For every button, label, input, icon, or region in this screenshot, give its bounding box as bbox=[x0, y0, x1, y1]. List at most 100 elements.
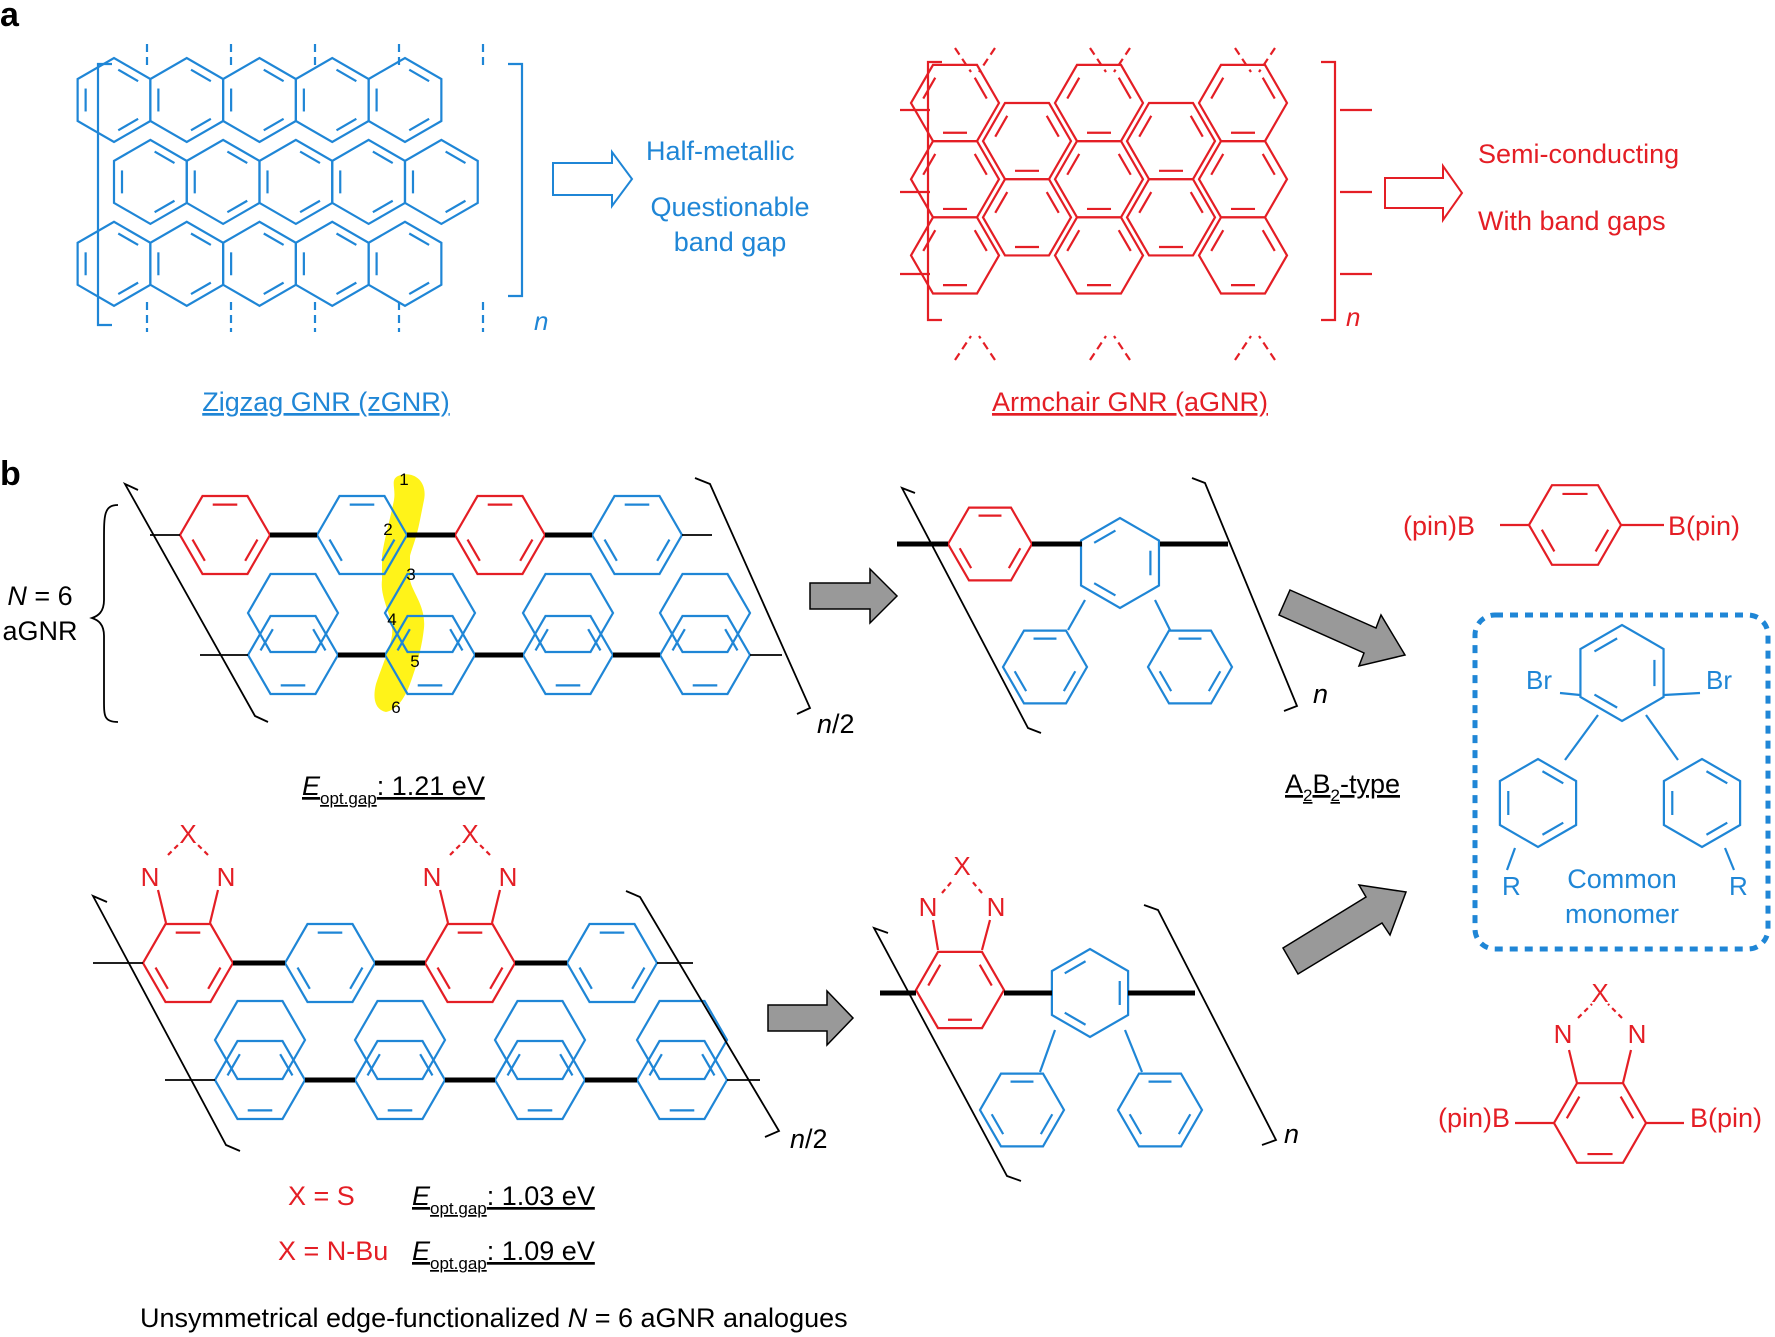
top-row-ring bbox=[283, 922, 377, 1004]
double-bond bbox=[263, 68, 285, 83]
double-bond bbox=[263, 281, 285, 296]
double-bond bbox=[190, 117, 212, 132]
double-bond bbox=[671, 628, 686, 651]
double-bond bbox=[1177, 1113, 1192, 1135]
double-bond bbox=[381, 539, 396, 562]
armchair-ring bbox=[909, 140, 1001, 219]
common-monomer-line2: monomer bbox=[1565, 899, 1679, 929]
zigzag-ring bbox=[149, 56, 225, 144]
zigzag-ring bbox=[331, 138, 407, 226]
middle-ring bbox=[521, 572, 615, 654]
double-bond bbox=[117, 232, 139, 246]
armchair-ring bbox=[1197, 63, 1289, 143]
nitrogen-atom: N bbox=[499, 862, 518, 892]
top-row-ring bbox=[178, 494, 272, 576]
double-bond bbox=[603, 539, 618, 562]
armchair-ring bbox=[1197, 216, 1289, 295]
double-bond bbox=[372, 199, 394, 214]
zigzag-gnr-structure bbox=[76, 44, 485, 332]
armchair-brackets bbox=[926, 60, 1337, 322]
middle-ring bbox=[493, 999, 587, 1081]
top-poly-brackets bbox=[122, 477, 812, 723]
double-bond bbox=[656, 539, 671, 562]
top-row-ring bbox=[565, 922, 659, 1004]
precursor-central-ring bbox=[1050, 947, 1130, 1039]
carbon-number: 5 bbox=[410, 652, 419, 671]
double-bond bbox=[922, 77, 937, 100]
double-bond bbox=[1045, 191, 1060, 214]
double-bond bbox=[1619, 1096, 1635, 1119]
precursor-pendant-phenyl bbox=[1001, 629, 1089, 705]
double-bond bbox=[1210, 153, 1225, 176]
armchair-ring bbox=[1125, 178, 1217, 257]
diboronate-monomer-benzene bbox=[1500, 484, 1664, 566]
zigzag-property-line1: Questionable bbox=[650, 192, 809, 222]
zigzag-ring bbox=[294, 220, 370, 308]
heterocycle-bond bbox=[438, 889, 450, 924]
double-bond bbox=[207, 967, 222, 990]
variant-nbu-label: X = N-Bu bbox=[278, 1236, 388, 1266]
double-bond bbox=[449, 628, 464, 651]
middle-ring bbox=[635, 999, 729, 1081]
nitrogen-atom: N bbox=[1628, 1019, 1647, 1049]
heterocycle-bond bbox=[156, 889, 168, 924]
double-bond bbox=[994, 191, 1009, 214]
zigzag-ring bbox=[367, 220, 443, 308]
dangling-bond-bottom bbox=[1089, 335, 1107, 361]
double-bond bbox=[1045, 115, 1060, 138]
footer-caption: Unsymmetrical edge-functionalized N = 6 … bbox=[140, 1303, 848, 1333]
heteroatom-x: X bbox=[1591, 978, 1608, 1008]
heterocycle-bond bbox=[1567, 1049, 1579, 1084]
double-bond bbox=[1064, 960, 1087, 975]
double-bond bbox=[519, 539, 534, 562]
double-bond bbox=[279, 1053, 294, 1076]
double-bond bbox=[1593, 693, 1618, 709]
monomer-aryl-ring bbox=[1662, 757, 1742, 849]
precursor-heterocycle-ring bbox=[914, 950, 1006, 1030]
double-bond bbox=[1705, 821, 1728, 836]
double-bond bbox=[296, 967, 311, 990]
dangling-bond-top bbox=[1258, 47, 1276, 73]
double-bond bbox=[1189, 115, 1204, 138]
double-bond bbox=[994, 115, 1009, 138]
armchair-result-arrow bbox=[1384, 162, 1464, 224]
top-row-ring bbox=[423, 922, 517, 1004]
double-bond bbox=[396, 628, 411, 651]
double-bond bbox=[312, 628, 327, 651]
double-bond bbox=[1158, 670, 1173, 692]
armchair-gnr-structure bbox=[900, 47, 1372, 361]
bottom-repeat-label: n/2 bbox=[790, 1124, 828, 1154]
arrow-to-monomers-top bbox=[1278, 589, 1407, 668]
double-bond bbox=[372, 150, 394, 165]
heterocycle-bond bbox=[167, 842, 181, 856]
precursor-benzene bbox=[946, 506, 1034, 582]
carbon-highlight bbox=[374, 474, 425, 712]
nitrogen-atom: N bbox=[217, 862, 236, 892]
monomer-a-left-boron: (pin)B bbox=[1403, 511, 1475, 541]
zigzag-ring bbox=[367, 56, 443, 144]
dangling-bond-top bbox=[1113, 47, 1131, 73]
double-bond bbox=[117, 281, 139, 296]
zigzag-repeat-n: n bbox=[534, 306, 548, 336]
middle-ring bbox=[246, 572, 340, 654]
zigzag-brackets bbox=[96, 62, 524, 327]
double-bond bbox=[1128, 1113, 1143, 1135]
biaryl-bond bbox=[1123, 1029, 1144, 1073]
double-bond bbox=[1117, 77, 1132, 100]
bromine-right: Br bbox=[1706, 665, 1732, 695]
middle-ring bbox=[383, 572, 477, 654]
heterocycle-bond bbox=[208, 889, 220, 924]
double-bond bbox=[958, 547, 973, 569]
bottom-poly-brackets bbox=[90, 890, 781, 1152]
common-monomer-line1: Common bbox=[1567, 864, 1677, 894]
double-bond bbox=[117, 117, 139, 132]
double-bond bbox=[506, 1053, 521, 1076]
double-bond bbox=[1093, 529, 1116, 544]
bottom-row-ring bbox=[246, 614, 340, 696]
double-bond bbox=[489, 967, 504, 990]
armchair-property-semiconducting: Semi-conducting bbox=[1478, 139, 1679, 169]
double-bond bbox=[701, 1053, 716, 1076]
double-bond bbox=[419, 1053, 434, 1076]
zigzag-property-half-metallic: Half-metallic bbox=[646, 136, 795, 166]
double-bond bbox=[922, 229, 937, 252]
